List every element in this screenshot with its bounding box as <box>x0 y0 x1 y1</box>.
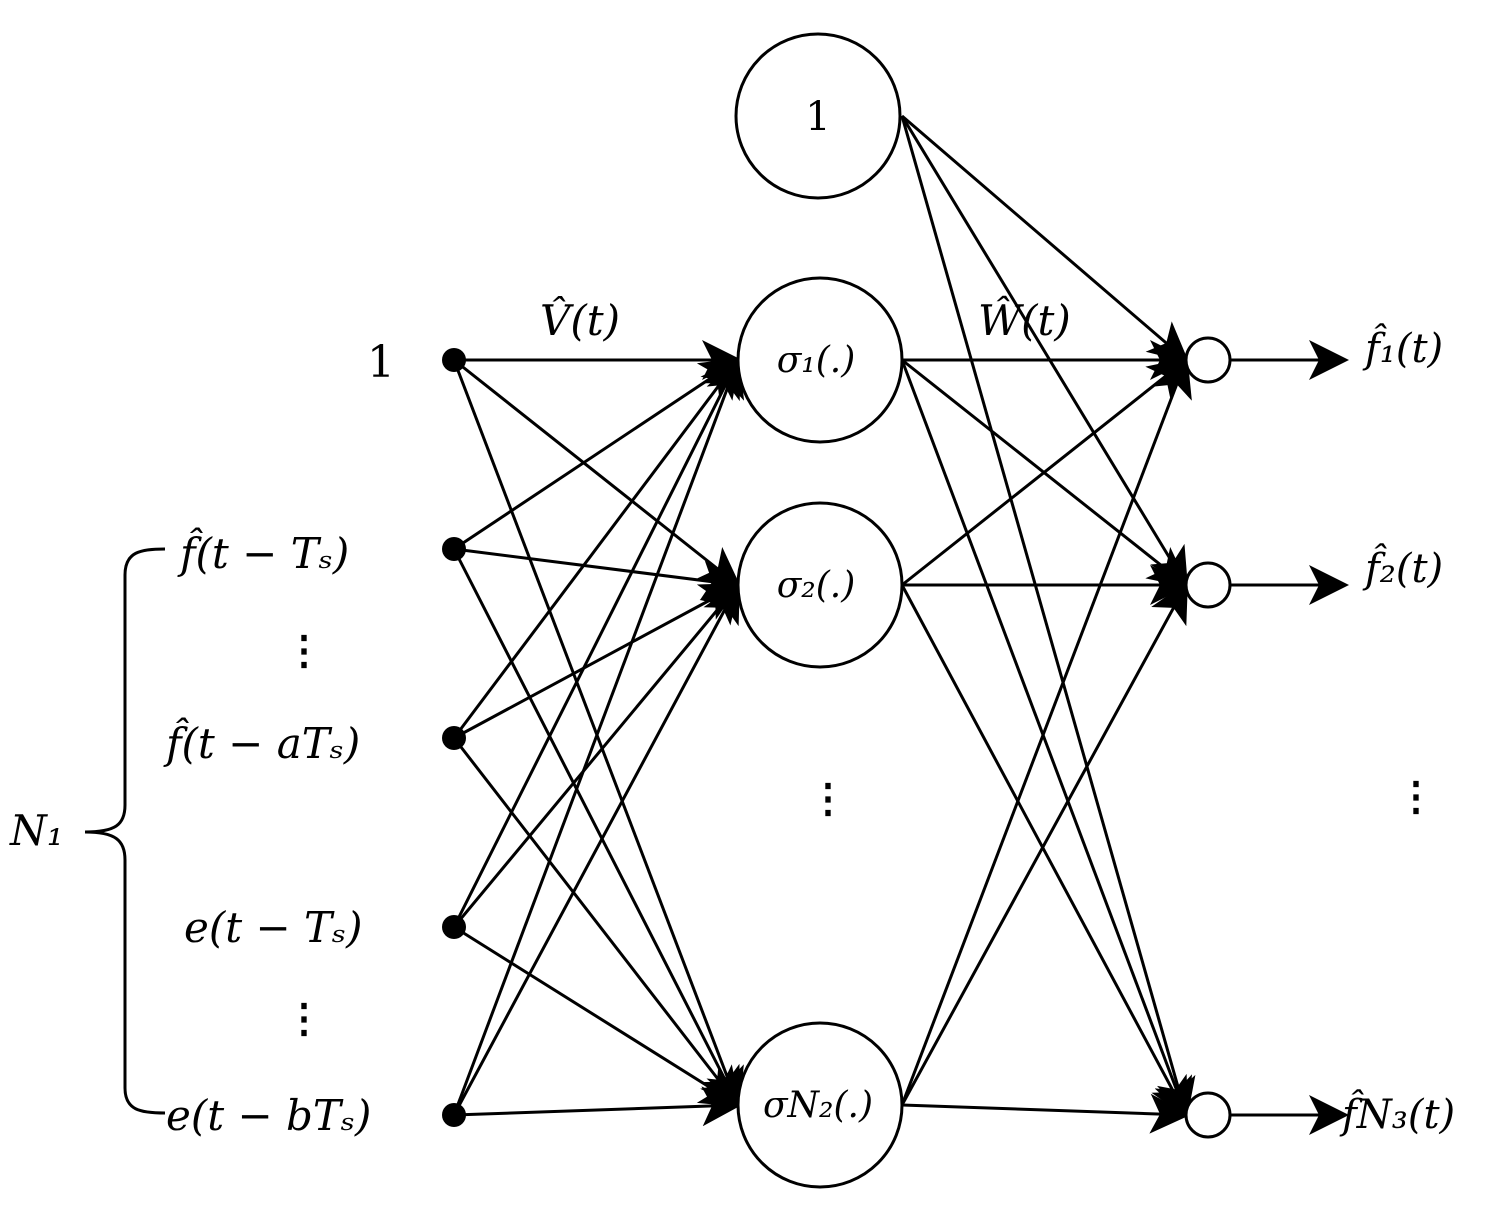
edge-input-0-hidden-2 <box>452 359 744 1109</box>
input-dot-1 <box>442 537 466 561</box>
edge-input-4-hidden-0 <box>452 356 745 1116</box>
edge-input-2-hidden-1 <box>453 583 742 740</box>
hidden-node-1-label: σ₁(.) <box>777 340 856 381</box>
hidden-node-2-label: σ₂(.) <box>777 565 856 606</box>
hidden-node-2 <box>736 501 904 669</box>
output-label-n3: f̂N₃(t) <box>1339 1090 1455 1138</box>
edge-hidden-2-output-0 <box>900 356 1192 1106</box>
input-dot-4 <box>442 1103 466 1127</box>
hidden-node-n2 <box>736 1021 904 1189</box>
input-group-brace <box>84 547 166 1115</box>
hidden-node-n2-label: σN₂(.) <box>763 1085 873 1126</box>
input-dot-2 <box>442 726 466 750</box>
edge-input-3-hidden-2 <box>453 925 742 1108</box>
output-node-n3 <box>1184 1091 1232 1139</box>
hidden-ellipsis: ⋮ <box>808 775 848 822</box>
edge-input-2-hidden-0 <box>452 356 741 739</box>
edge-hidden-2-output-2 <box>901 1093 1190 1134</box>
edge-input-3-hidden-1 <box>452 581 741 928</box>
edge-hidden-1-output-0 <box>901 357 1190 587</box>
edge-input-1-hidden-2 <box>452 548 740 1109</box>
edge-bias-output-1 <box>900 115 1189 589</box>
edge-hidden-0-output-2 <box>900 359 1193 1119</box>
input-dot-bias <box>442 348 466 372</box>
edge-input-2-hidden-2 <box>452 737 741 1109</box>
edge-input-3-hidden-0 <box>452 356 740 928</box>
output-label-1: f̂₁(t) <box>1362 324 1443 372</box>
edge-input-4-hidden-1 <box>452 581 740 1116</box>
edge-input-1-hidden-0 <box>453 357 742 551</box>
input-ellipsis-1: ⋮ <box>284 627 324 674</box>
bias-node <box>734 32 902 200</box>
first-weight-label: V̂(t) <box>540 294 620 345</box>
output-ellipsis: ⋮ <box>1396 773 1436 820</box>
second-weight-label: Ŵ(t) <box>978 295 1071 345</box>
connection-edges <box>452 114 1196 1134</box>
input-label-1: f̂(t − Tₛ) <box>177 526 349 578</box>
output-node-2 <box>1184 561 1232 609</box>
edge-input-4-hidden-2 <box>453 1086 742 1127</box>
output-node-1 <box>1184 336 1232 384</box>
input-label-2: f̂(t − aTₛ) <box>163 716 360 768</box>
edge-bias-output-2 <box>900 115 1196 1119</box>
input-group-label: N₁ <box>9 806 64 855</box>
edge-hidden-2-output-1 <box>900 581 1188 1106</box>
input-dot-3 <box>442 915 466 939</box>
bias-node-label: 1 <box>805 94 830 140</box>
hidden-node-1 <box>736 276 904 444</box>
edge-bias-output-0 <box>901 114 1190 363</box>
input-bias-label: 1 <box>367 337 395 388</box>
edge-hidden-1-output-2 <box>900 584 1188 1119</box>
input-ellipsis-2: ⋮ <box>284 995 324 1042</box>
input-label-3: e(t − Tₛ) <box>184 903 363 952</box>
input-label-4: e(t − bTₛ) <box>166 1091 371 1140</box>
output-label-2: f̂₂(t) <box>1362 544 1443 592</box>
edge-input-1-hidden-1 <box>453 547 742 601</box>
edge-input-0-hidden-1 <box>453 358 742 588</box>
